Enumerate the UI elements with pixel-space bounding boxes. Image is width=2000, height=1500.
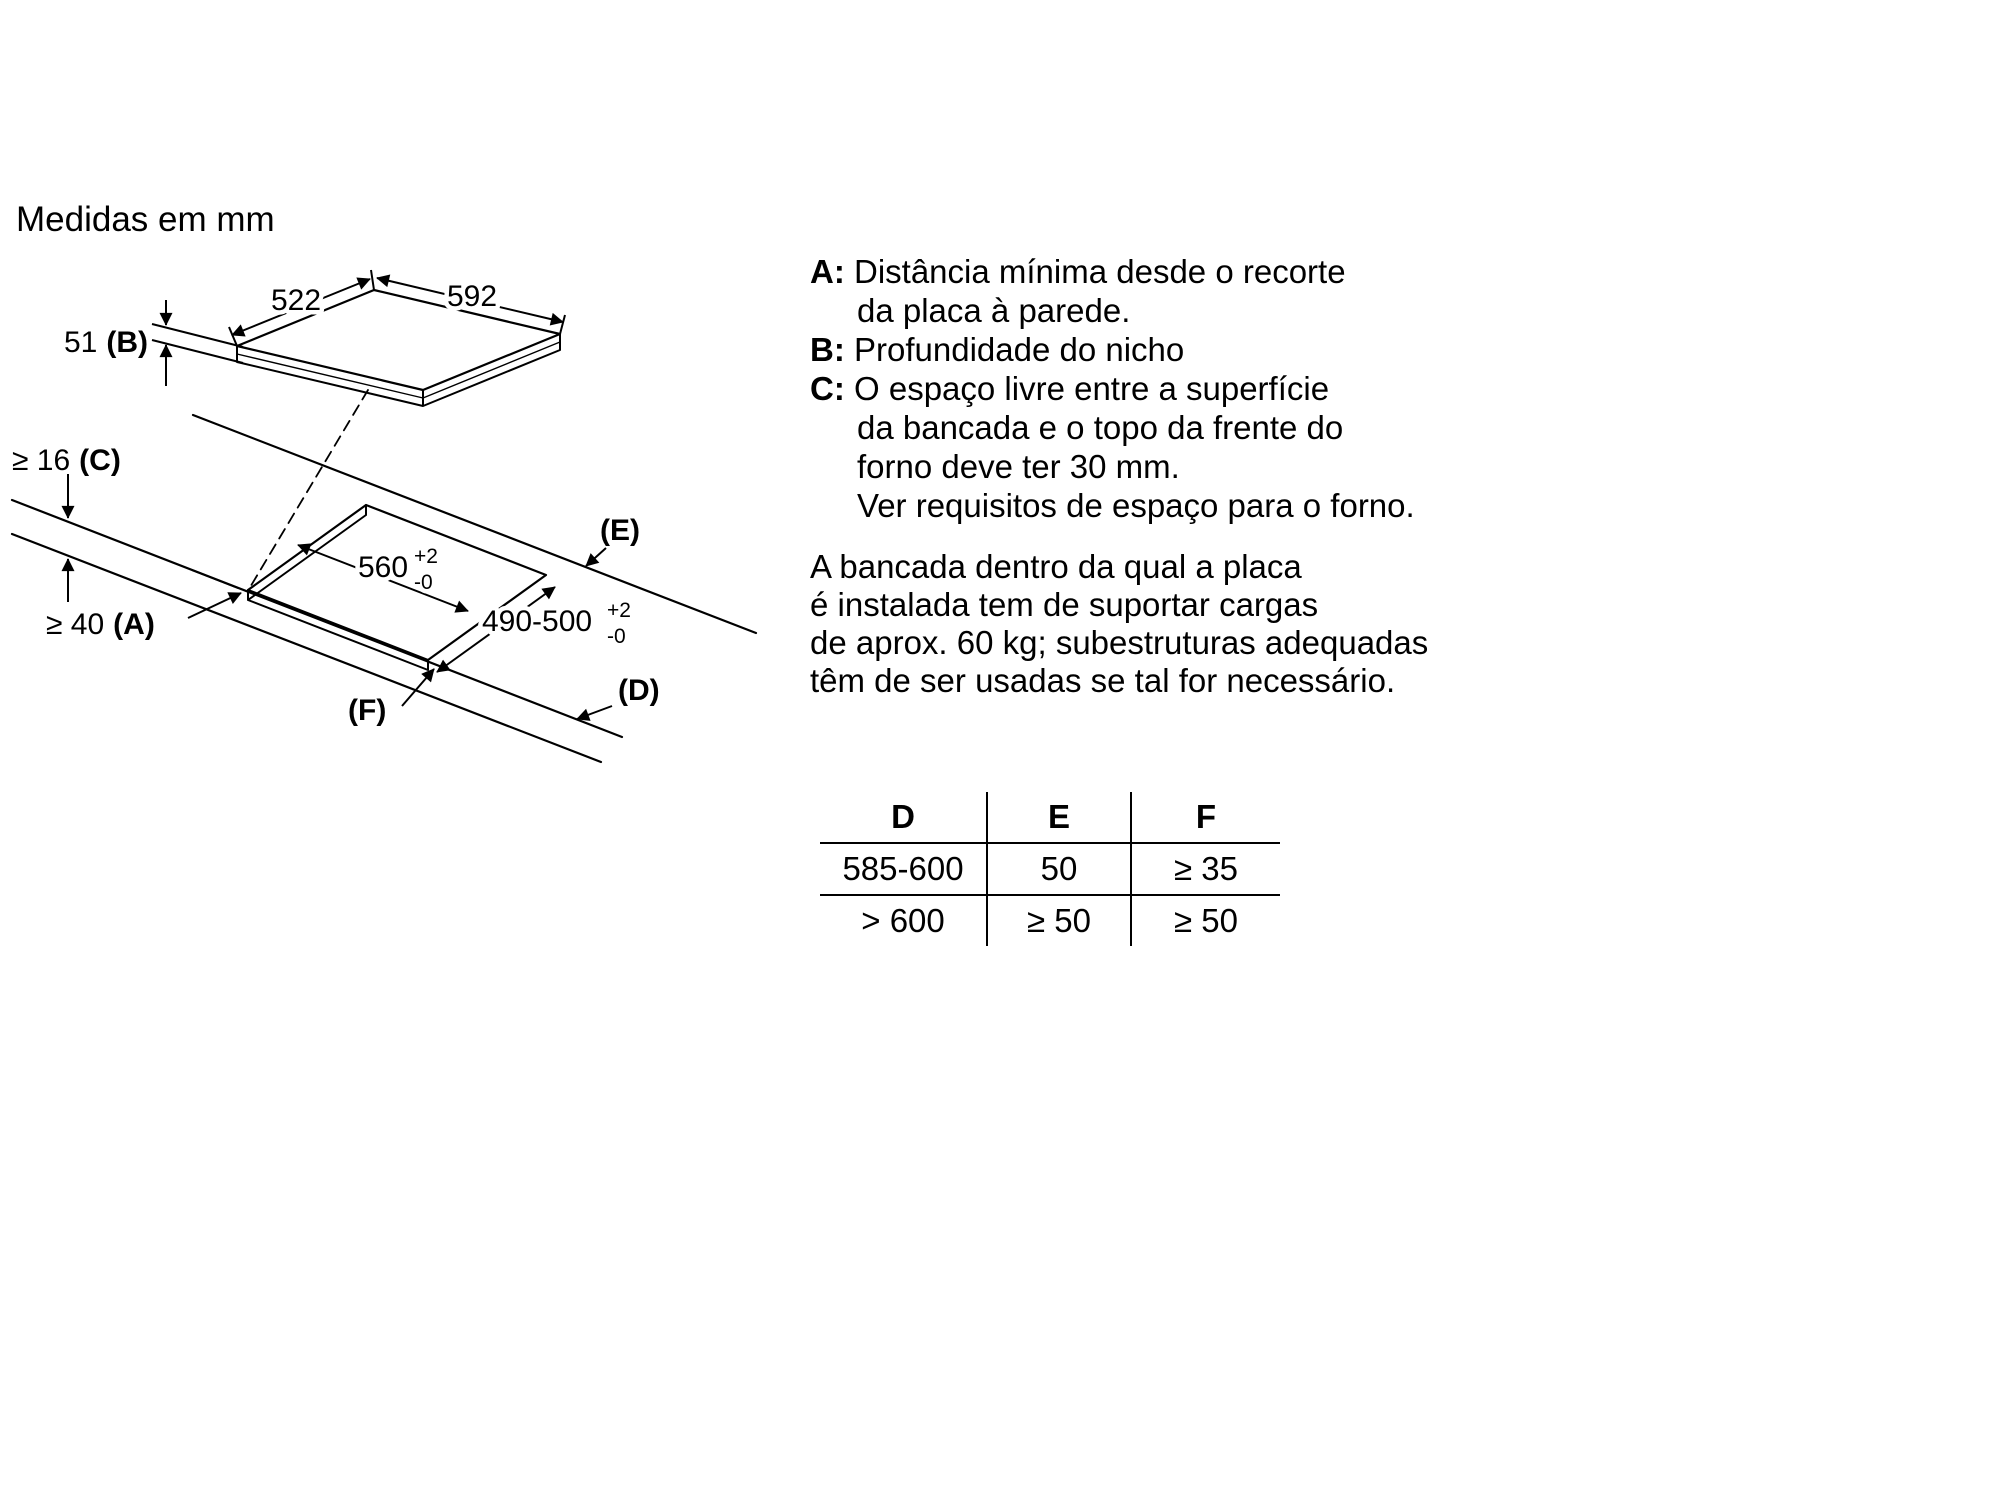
dim-51-value: 51 [64, 326, 97, 359]
leader-f [401, 668, 435, 707]
legend-item-c: C: O espaço livre entre a superfície da … [810, 369, 1510, 525]
dim-40-label: ≥ 40 (A) [46, 608, 155, 641]
legend-item-a: A: Distância mínima desde o recorte da p… [810, 252, 1510, 330]
cutout-width-label: 560 [358, 551, 408, 584]
dim-40-value: ≥ 40 [46, 608, 104, 641]
dim-16-label: ≥ 16 (C) [12, 444, 121, 477]
legend-key-c: C: [810, 370, 845, 407]
key-b: (B) [106, 326, 148, 359]
table-cell: 585-600 [820, 843, 988, 896]
ext-tick [191, 569, 239, 589]
hob-bevel [236, 341, 561, 399]
cutout-depth-tol-plus: +2 [607, 599, 631, 622]
ext-tick [151, 339, 244, 364]
legend-key-b: B: [810, 331, 845, 368]
spacing-table: D E F 585-600 50 ≥ 35 > 600 ≥ 50 ≥ 50 [820, 792, 1280, 946]
legend-key-a: A: [810, 253, 845, 290]
table-header-row: D E F [820, 792, 1280, 844]
legend-item-b: B: Profundidade do nicho [810, 330, 1510, 369]
dim-522-label: 522 [271, 284, 321, 317]
dim-490-500-line [436, 586, 556, 673]
cutout-width-tol-minus: -0 [414, 571, 433, 594]
counter-back-edge [191, 413, 758, 635]
legend-text: Ver requisitos de espaço para o forno. [857, 487, 1415, 524]
col-header-d: D [820, 792, 988, 844]
table-row: 585-600 50 ≥ 35 [820, 843, 1280, 896]
table-cell: 50 [987, 843, 1132, 896]
note-line: A bancada dentro da qual a placa [810, 548, 1302, 585]
load-note: A bancada dentro da qual a placa é insta… [810, 548, 1530, 700]
hob-base [236, 333, 561, 407]
cutout-outline [246, 503, 548, 662]
dim-40-arrow [187, 592, 242, 619]
table-cell: ≥ 50 [1174, 902, 1238, 939]
key-f: (F) [348, 694, 386, 727]
legend-line: A: Distância mínima desde o recorte [810, 252, 1510, 291]
legend-text: O espaço livre entre a superfície [854, 370, 1330, 407]
table-cell: > 600 [820, 895, 988, 946]
note-line: têm de ser usadas se tal for necessário. [810, 662, 1396, 699]
units-note: Medidas em mm [16, 200, 275, 239]
key-e: (E) [600, 514, 640, 547]
legend: A: Distância mínima desde o recorte da p… [810, 252, 1510, 525]
dim-51-label: 51 (B) [64, 326, 148, 359]
dim-592-label: 592 [447, 280, 497, 313]
note-line: de aprox. 60 kg; subestruturas adequadas [810, 624, 1429, 661]
cutout-thickness-edge [247, 504, 429, 671]
dim-522-line [231, 277, 371, 337]
legend-text: Profundidade do nicho [854, 331, 1185, 368]
cutout-width-tol-plus: +2 [414, 545, 438, 568]
counter-front-edge-bottom [10, 532, 603, 764]
installation-diagram: 522 592 51(B) ≥ 16(C) ≥ 40(A) 560 +2 -0 … [10, 269, 758, 764]
col-header-e: E [987, 792, 1132, 844]
ext-tick [559, 314, 566, 335]
leader-e [585, 547, 607, 567]
dimension-lines [61, 269, 613, 721]
legend-line: B: Profundidade do nicho [810, 330, 1510, 369]
projection-line [248, 389, 369, 590]
legend-text: da bancada e o topo da frente do [857, 409, 1344, 446]
note-line: é instalada tem de suportar cargas [810, 586, 1319, 623]
table-cell: ≥ 50 [987, 895, 1132, 946]
dim-592-line [376, 274, 564, 326]
ext-tick [228, 326, 238, 347]
col-header-f: F [1131, 792, 1280, 844]
cutout-depth-tol-minus: -0 [607, 625, 626, 648]
table-row: > 600 ≥ 50 ≥ 50 [820, 895, 1280, 946]
key-c: (C) [79, 444, 121, 477]
counter-front-edge-top [10, 498, 624, 739]
legend-text: forno deve ter 30 mm. [857, 448, 1180, 485]
ext-tick [151, 323, 244, 348]
cutout-depth-label: 490-500 [482, 605, 592, 638]
legend-text: Distância mínima desde o recorte [854, 253, 1346, 290]
legend-text: da placa à parede. [857, 292, 1131, 329]
key-d: (D) [618, 674, 660, 707]
legend-line: C: O espaço livre entre a superfície [810, 369, 1510, 408]
table-cell: ≥ 35 [1131, 843, 1280, 896]
dim-16-value: ≥ 16 [12, 444, 70, 477]
ext-tick [370, 269, 375, 291]
key-a: (A) [113, 608, 155, 641]
leader-d [576, 705, 613, 721]
